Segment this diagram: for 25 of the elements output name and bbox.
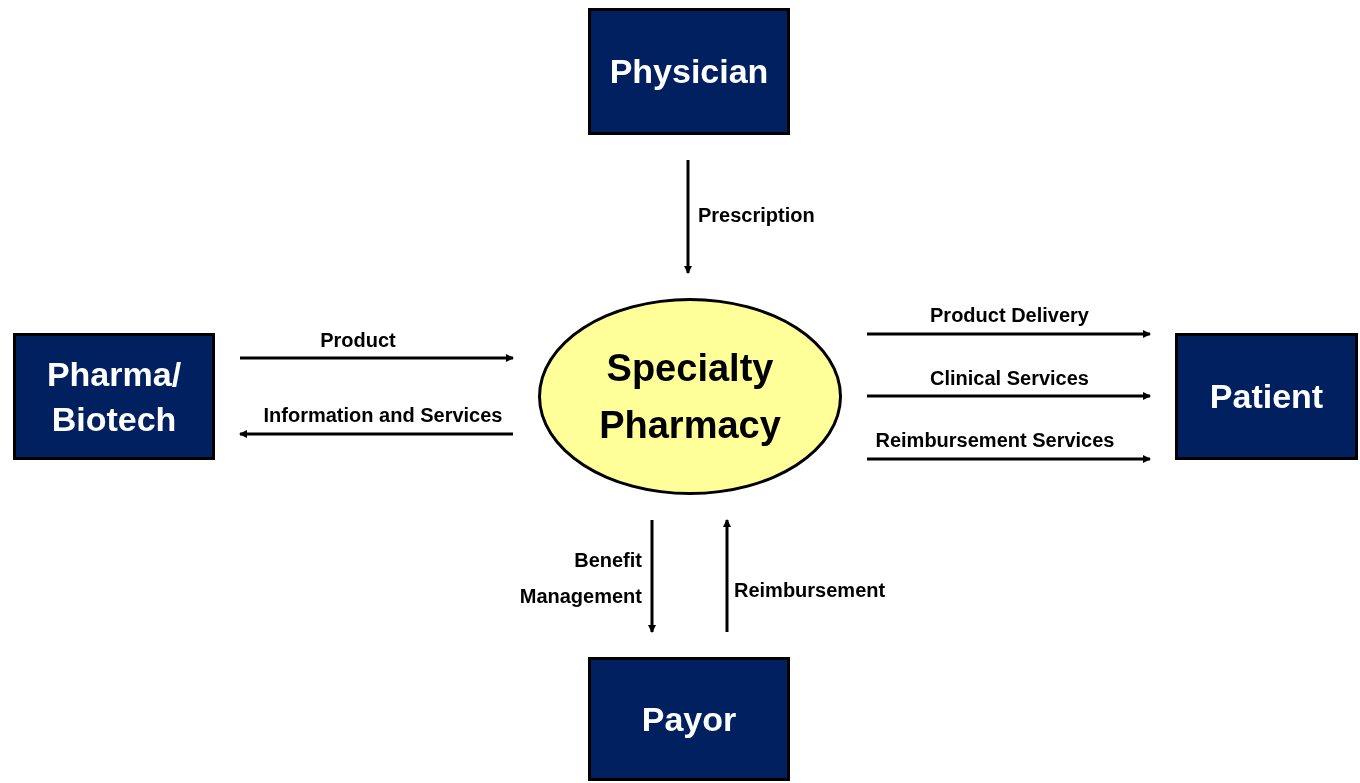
edge-label: Prescription: [698, 203, 816, 228]
edge-label: Benefit Management: [518, 548, 642, 609]
entity-box: [13, 333, 215, 460]
edge-label: Reimbursement Services: [874, 428, 1116, 453]
edge-label: Information and Services: [262, 403, 504, 428]
arrow: [240, 354, 514, 362]
node-label: Specialty Pharmacy: [598, 345, 782, 448]
node-label: Pharma/ Biotech: [45, 354, 183, 440]
arrow: [684, 160, 692, 274]
node-label: Patient: [1208, 376, 1325, 418]
entity-box: [588, 657, 790, 781]
arrow: [867, 330, 1151, 338]
arrow: [723, 519, 731, 632]
arrow: [648, 520, 656, 633]
arrow: [239, 430, 513, 438]
edge-label: Product Delivery: [929, 303, 1090, 328]
arrow: [867, 455, 1151, 463]
edge-label: Clinical Services: [929, 366, 1090, 391]
arrow: [867, 392, 1151, 400]
node-label: Payor: [640, 698, 738, 740]
entity-box: [588, 8, 790, 135]
edge-label: Reimbursement: [734, 578, 887, 603]
node-label: Physician: [608, 51, 770, 93]
entity-box: [1175, 333, 1358, 460]
edge-label: Product: [319, 328, 397, 353]
